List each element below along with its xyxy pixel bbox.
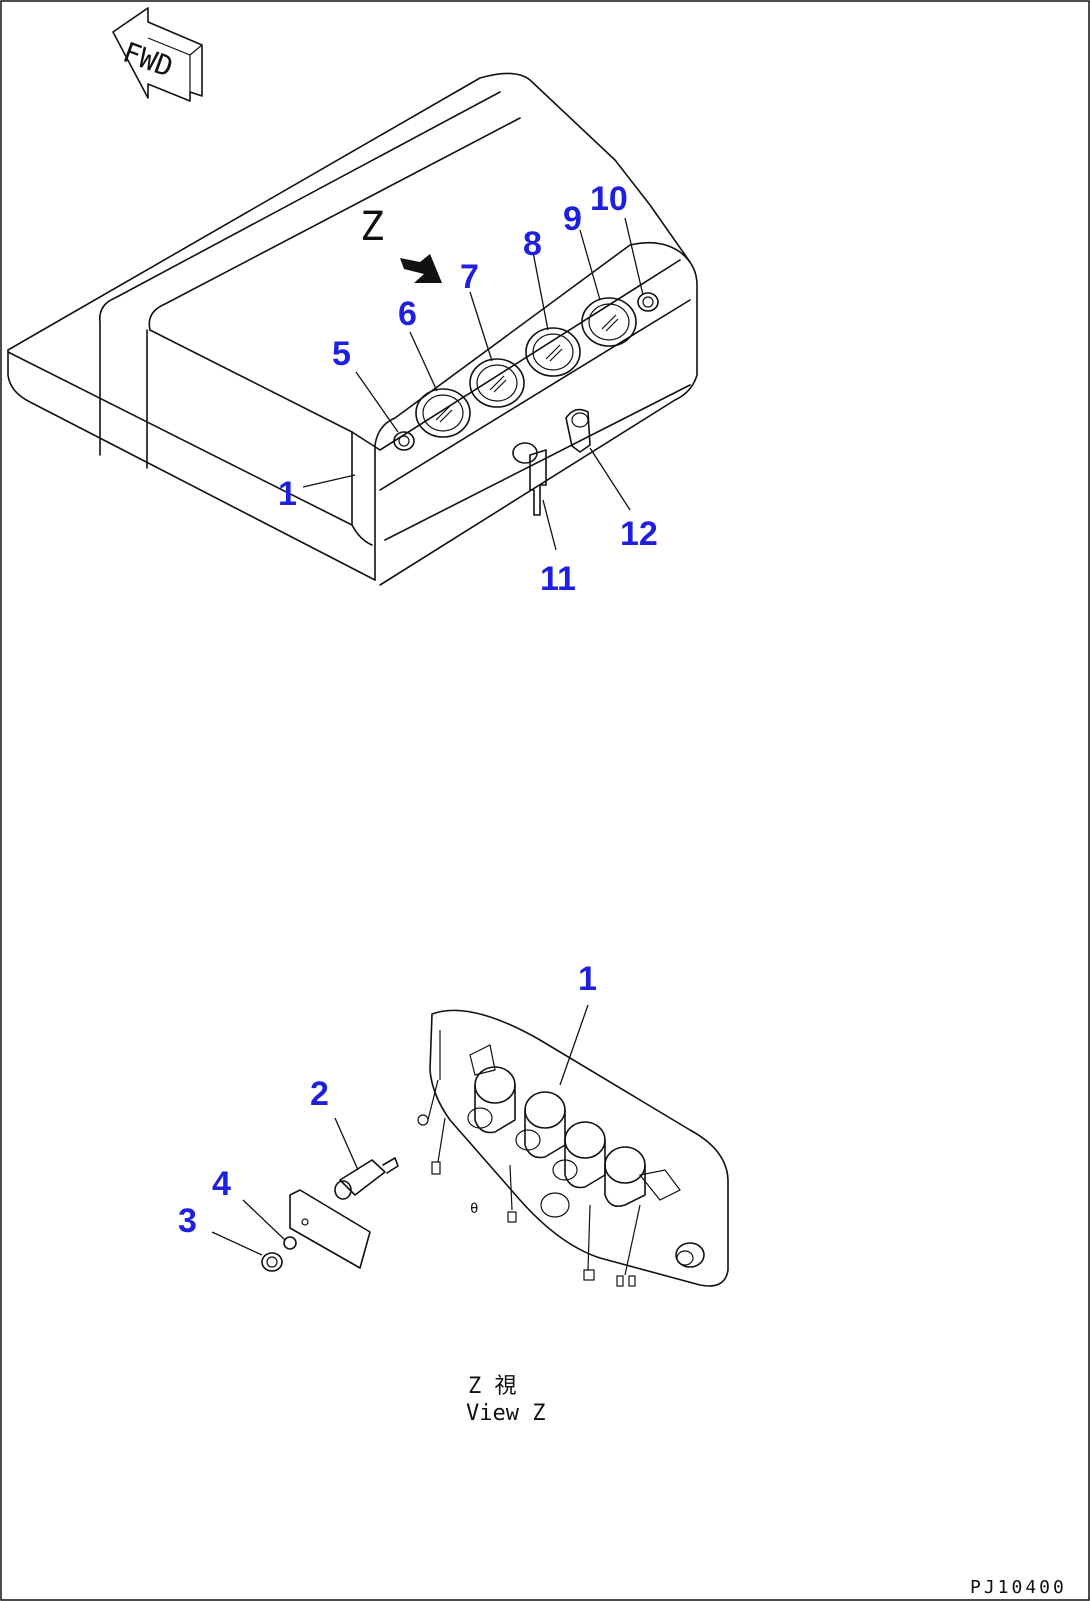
view-direction-arrow-icon bbox=[400, 254, 442, 283]
switch-12 bbox=[565, 408, 591, 453]
callout-top-8: 8 bbox=[523, 225, 542, 263]
instrument-panel-housing bbox=[7, 72, 698, 586]
view-caption-en: View Z bbox=[466, 1401, 545, 1426]
bracket-plate bbox=[289, 1189, 371, 1269]
callout-top-6: 6 bbox=[398, 295, 417, 333]
part-2-switch bbox=[334, 1114, 429, 1200]
gauge-7 bbox=[469, 358, 525, 408]
gauge-back-b bbox=[515, 1091, 566, 1159]
drawing-code: PJ10400 bbox=[970, 1577, 1067, 1598]
callout-bottom-2: 2 bbox=[310, 1075, 329, 1113]
view-caption-jp: Z 視 bbox=[468, 1374, 517, 1399]
callout-top-12: 12 bbox=[620, 515, 658, 553]
part-3-nut bbox=[261, 1252, 283, 1272]
gauge-back-a bbox=[467, 1066, 516, 1134]
callout-top-10: 10 bbox=[590, 180, 628, 218]
gauge-8 bbox=[525, 327, 581, 377]
panel-rear-view: θ bbox=[427, 1009, 729, 1287]
top-leader-lines bbox=[302, 217, 644, 551]
callout-bottom-4: 4 bbox=[212, 1165, 231, 1203]
callout-top-7: 7 bbox=[460, 258, 479, 296]
part-4-washer bbox=[283, 1236, 297, 1250]
gauge-9 bbox=[581, 297, 637, 347]
key-switch-11 bbox=[512, 442, 547, 516]
fwd-arrow-icon: FWD bbox=[112, 7, 203, 102]
fwd-label: FWD bbox=[119, 36, 178, 84]
callout-top-1: 1 bbox=[278, 475, 297, 513]
view-marker-label: Z bbox=[360, 204, 384, 250]
callout-top-5: 5 bbox=[332, 335, 351, 373]
bottom-leader-lines bbox=[211, 1004, 589, 1256]
callout-bottom-3: 3 bbox=[178, 1202, 197, 1240]
gauge-6 bbox=[415, 388, 471, 438]
callout-top-11: 11 bbox=[540, 560, 576, 598]
callout-bottom-1: 1 bbox=[578, 960, 597, 998]
terminal-marker: θ bbox=[470, 1201, 478, 1217]
lamp-5 bbox=[393, 431, 415, 451]
gauge-back-d bbox=[540, 1146, 646, 1218]
lamp-10 bbox=[637, 292, 659, 312]
gauge-back-c bbox=[552, 1121, 606, 1189]
callout-top-9: 9 bbox=[563, 200, 582, 238]
